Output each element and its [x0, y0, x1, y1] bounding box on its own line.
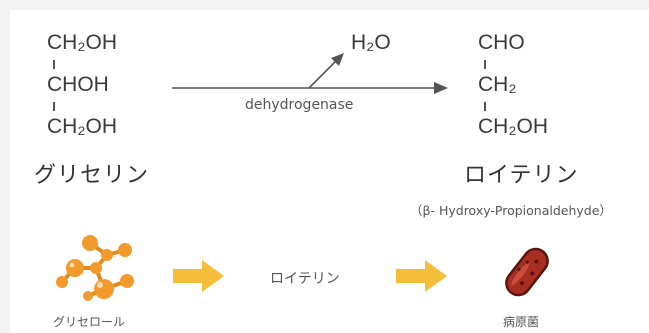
reuterin-bond-1: [484, 60, 486, 69]
glycerol-name: グリセリン: [34, 163, 150, 188]
reuterin-formula-line-2: CH₂: [478, 73, 517, 96]
reuterin-formula-line-1: CHO: [478, 31, 525, 54]
byproduct-water: H₂O: [351, 31, 391, 54]
right-arrow-icon-1: [173, 260, 224, 292]
reuterin-formula-line-3: CH₂OH: [478, 115, 548, 138]
glycerol-formula-line-2: CHOH: [47, 73, 109, 96]
reuterin-bond-2: [484, 102, 486, 111]
glycerol-formula-line-3: CH₂OH: [47, 115, 117, 138]
flow-right-caption: 病原菌: [503, 315, 540, 329]
byproduct-arrow-head: [331, 53, 344, 66]
reuterin-name: ロイテリン: [464, 163, 579, 188]
reuterin-subtitle: （β- Hydroxy-Propionaldehyde）: [410, 203, 612, 218]
diagram-panel: [10, 10, 649, 333]
flow-left-caption: グリセロール: [53, 315, 126, 329]
glycerol-bond-1: [53, 60, 55, 69]
flow-middle-label: ロイテリン: [270, 271, 340, 287]
byproduct-arrow-line: [308, 60, 337, 89]
glycerol-formula-line-1: CH₂OH: [47, 31, 117, 54]
bacteria-icon: [505, 247, 549, 297]
glycerol-bond-2: [53, 102, 55, 111]
reaction-arrow-head: [434, 82, 448, 94]
enzyme-label: dehydrogenase: [245, 97, 354, 113]
right-arrow-icon-2: [396, 260, 447, 292]
molecule-icon: [56, 235, 134, 301]
